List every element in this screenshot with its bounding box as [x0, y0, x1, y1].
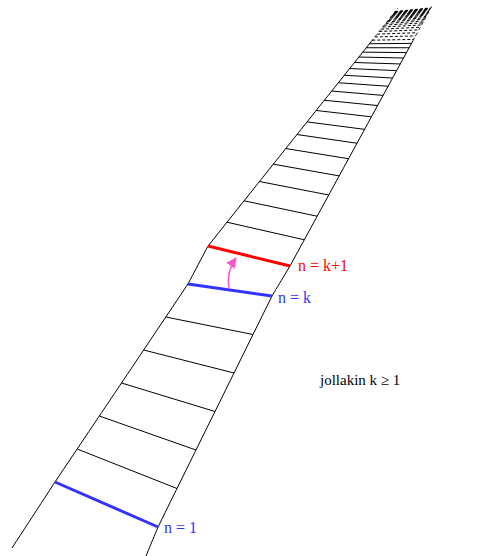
ladder-rung: [391, 14, 428, 17]
ladder-rung: [344, 75, 392, 78]
ladder-rung: [122, 383, 216, 412]
ladder-rung: [363, 52, 407, 53]
ladder-rung: [381, 27, 420, 29]
ladder-rung: [350, 69, 397, 71]
ladder-rung: [359, 57, 404, 59]
step-label: n = 1: [162, 519, 199, 537]
ladder-rung: [316, 110, 371, 116]
ladder-rail: [146, 41, 413, 556]
ladder-rung: [377, 33, 417, 34]
step-label: n = k+1: [296, 257, 350, 275]
note-text: jollakin k ≥ 1: [318, 371, 402, 389]
ladder-rung: [369, 43, 411, 44]
ladder-rung: [366, 47, 409, 48]
ladder-rung: [244, 201, 317, 216]
ladder-rung: [384, 23, 422, 25]
ladder-rung: [394, 9, 430, 13]
ladder-rung: [188, 284, 272, 296]
ladder-rung: [355, 62, 401, 63]
ladder-rung: [338, 83, 388, 87]
ladder-rung: [227, 222, 304, 240]
ladder-rung: [166, 317, 253, 335]
ladder-rung: [395, 8, 431, 12]
ladder-rung: [208, 246, 290, 266]
ladder-rail: [12, 41, 371, 548]
step-label: n = k: [276, 289, 313, 307]
ladder-rung: [297, 135, 357, 144]
ladder-rung: [324, 100, 377, 105]
ladder-rung: [273, 164, 339, 176]
ladder-rung: [144, 350, 234, 373]
ladder-rung: [383, 25, 422, 27]
ladder-rung: [55, 482, 158, 527]
ladder-rung: [386, 21, 424, 23]
ladder-rung: [77, 449, 177, 489]
ladder-rung: [332, 91, 383, 95]
ladder-rung: [395, 8, 431, 12]
ladder-rung: [307, 122, 364, 129]
ladder-rung: [99, 416, 196, 450]
ladder-rung: [375, 36, 416, 37]
ladder-rung: [379, 30, 419, 32]
step-arrow: [228, 258, 236, 289]
ladder-rung: [259, 182, 328, 195]
ladder-rung: [286, 149, 349, 159]
ladder-rung: [372, 39, 413, 41]
